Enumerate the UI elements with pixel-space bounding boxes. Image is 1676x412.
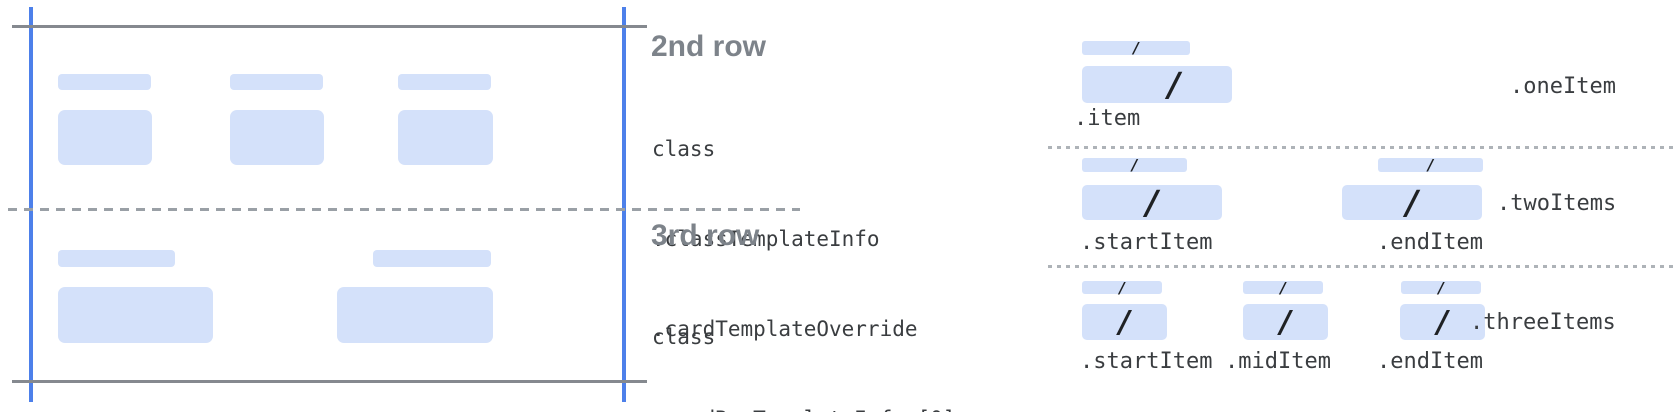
- layout-name-label: .twoItems: [1497, 191, 1617, 216]
- item-value-bar: /: [1082, 185, 1222, 220]
- item-path-label: .item: [1074, 106, 1141, 131]
- card-row-divider-dashed: [8, 208, 800, 211]
- item-label-bar: /: [1082, 156, 1187, 174]
- slash-glyph: /: [1131, 156, 1138, 174]
- row-path-2nd: class .classTemplateInfo .cardTemplateOv…: [652, 74, 955, 412]
- slash-glyph: /: [1280, 304, 1291, 340]
- code-path-line: class: [652, 137, 716, 161]
- item-path-label: .startItem: [1080, 230, 1213, 255]
- item-label-bar: /: [1082, 278, 1162, 297]
- card-right-guide-line: [622, 7, 626, 402]
- card-left-guide-line: [29, 7, 33, 402]
- slash-glyph: /: [1437, 304, 1448, 340]
- row-path-3rd: class .classTemplateInfo .cardTemplateOv…: [652, 262, 955, 412]
- item-label-bar: /: [1243, 278, 1323, 297]
- slash-glyph: /: [1280, 278, 1286, 297]
- slash-glyph: /: [1119, 278, 1125, 297]
- slash-glyph: /: [1133, 39, 1139, 57]
- field-value-placeholder: [230, 110, 324, 165]
- item-label-bar: /: [1082, 39, 1190, 57]
- item-value-bar: /: [1400, 304, 1485, 340]
- field-value-placeholder: [398, 110, 493, 165]
- item-label-bar: /: [1401, 278, 1481, 297]
- row-heading-2nd: 2nd row: [651, 30, 767, 63]
- layout-name-label: .oneItem: [1510, 74, 1616, 99]
- slash-glyph: /: [1145, 183, 1159, 222]
- card-bottom-boundary-line: [12, 380, 647, 383]
- layout-divider-dashed: [1048, 265, 1673, 268]
- field-label-placeholder: [230, 74, 323, 90]
- row-heading-3rd: 3rd row: [651, 219, 760, 252]
- field-value-placeholder: [337, 287, 493, 343]
- item-label-bar: /: [1378, 156, 1483, 174]
- item-value-bar: /: [1243, 304, 1328, 340]
- item-path-label: .startItem: [1080, 349, 1213, 374]
- field-value-placeholder: [58, 110, 152, 165]
- item-path-label: .midItem: [1225, 349, 1331, 374]
- slash-glyph: /: [1405, 183, 1419, 222]
- item-path-label: .endItem: [1377, 349, 1483, 374]
- item-value-bar: /: [1082, 66, 1232, 103]
- slash-glyph: /: [1119, 304, 1130, 340]
- field-label-placeholder: [58, 74, 151, 90]
- slash-glyph: /: [1427, 156, 1434, 174]
- field-label-placeholder: [58, 250, 175, 267]
- field-label-placeholder: [373, 250, 491, 267]
- item-value-bar: /: [1082, 304, 1167, 340]
- card-top-boundary-line: [12, 25, 647, 28]
- slash-glyph: /: [1167, 65, 1181, 104]
- code-path-line: class: [652, 325, 716, 349]
- field-label-placeholder: [398, 74, 491, 90]
- layout-name-label: .threeItems: [1470, 310, 1616, 335]
- slash-glyph: /: [1438, 278, 1444, 297]
- code-path-line: .cardRowTemplateInfos[0]: [652, 404, 955, 412]
- layout-divider-dashed: [1048, 146, 1673, 149]
- field-value-placeholder: [58, 287, 213, 343]
- item-value-bar: /: [1342, 185, 1482, 220]
- item-path-label: .endItem: [1377, 230, 1483, 255]
- code-path-line: .classTemplateInfo: [652, 227, 880, 251]
- code-path-line: .cardTemplateOverride: [652, 317, 918, 341]
